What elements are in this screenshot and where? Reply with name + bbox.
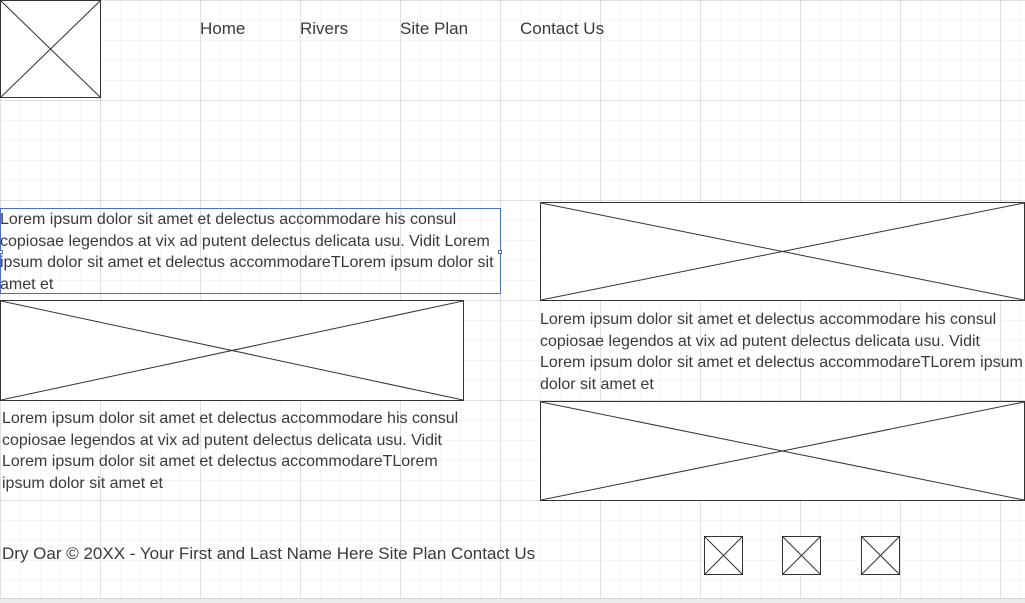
logo-placeholder bbox=[0, 0, 101, 98]
text-block-3: Lorem ipsum dolor sit amet et delectus a… bbox=[540, 311, 1023, 393]
image-placeholder-icon bbox=[1, 301, 463, 400]
selected-text-frame[interactable] bbox=[0, 208, 502, 294]
image-placeholder-icon bbox=[541, 203, 1024, 300]
resize-handle-right[interactable] bbox=[498, 250, 502, 254]
footer-text: Dry Oar © 20XX - Your First and Last Nam… bbox=[2, 544, 536, 563]
nav-rivers[interactable]: Rivers bbox=[300, 19, 349, 38]
image-placeholder-icon bbox=[541, 402, 1024, 500]
nav-site-plan[interactable]: Site Plan bbox=[400, 19, 469, 38]
image-placeholder-left bbox=[0, 300, 464, 401]
social-icon-3[interactable] bbox=[861, 536, 900, 575]
image-placeholder-icon bbox=[862, 537, 899, 574]
image-placeholder-icon bbox=[783, 537, 820, 574]
resize-handle-left[interactable] bbox=[0, 250, 3, 254]
image-placeholder-right-top bbox=[540, 202, 1025, 301]
social-icon-1[interactable] bbox=[704, 536, 743, 575]
nav-home[interactable]: Home bbox=[200, 19, 246, 38]
text-block-1: Lorem ipsum dolor sit amet et delectus a… bbox=[0, 211, 494, 293]
text-block-2: Lorem ipsum dolor sit amet et delectus a… bbox=[2, 410, 459, 492]
social-icon-2[interactable] bbox=[782, 536, 821, 575]
image-placeholder-icon bbox=[705, 537, 742, 574]
image-placeholder-icon bbox=[1, 1, 100, 97]
image-placeholder-right-bottom bbox=[540, 401, 1025, 501]
nav-contact-us[interactable]: Contact Us bbox=[520, 19, 605, 38]
canvas-bottom-edge bbox=[0, 598, 1025, 603]
